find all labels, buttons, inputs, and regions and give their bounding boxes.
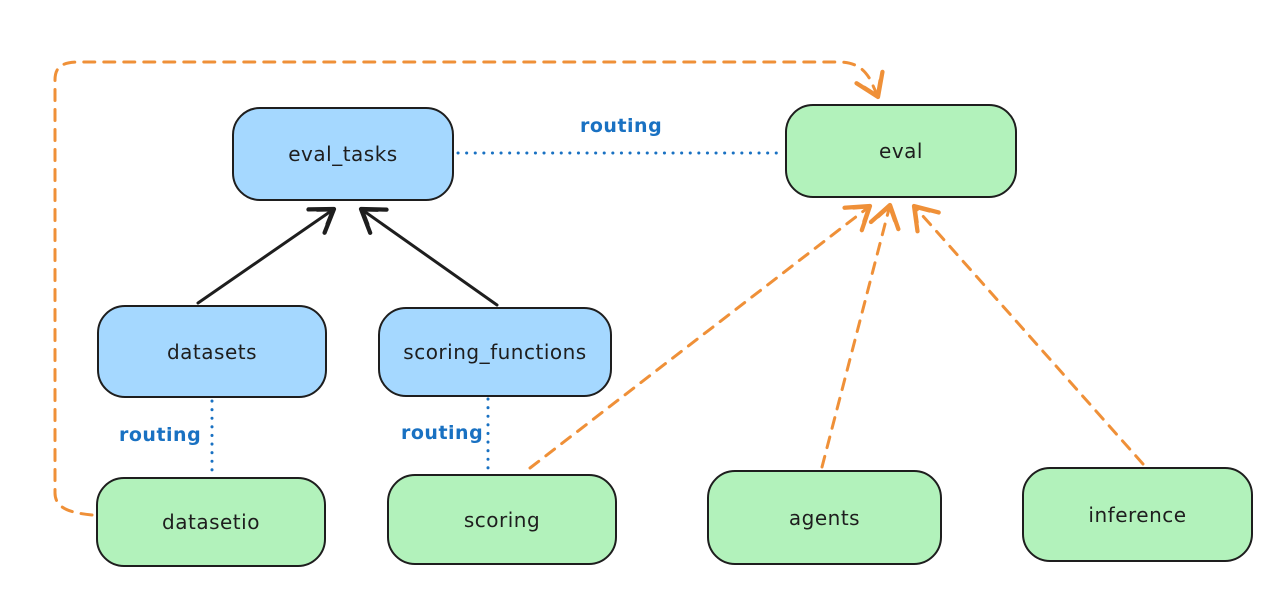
node-scoring-label: scoring xyxy=(463,507,541,532)
edge-label-routing-datasets-datasetio: routing xyxy=(119,424,202,446)
edge-inference-to-eval xyxy=(911,203,1145,466)
node-eval-label: eval xyxy=(879,139,923,163)
edge-datasetio-to-eval xyxy=(53,60,885,517)
edge-agents-to-eval xyxy=(820,202,901,469)
node-datasets-label: datasets xyxy=(166,339,258,364)
edge-datasets-to-eval_tasks xyxy=(196,206,337,305)
node-scoring_functions-label: scoring_functions xyxy=(403,340,587,364)
node-scoring_functions: scoring_functions xyxy=(378,307,612,397)
node-eval_tasks-label: eval_tasks xyxy=(288,142,398,166)
node-eval: eval xyxy=(785,104,1017,198)
node-scoring: scoring xyxy=(387,474,617,565)
edge-label-routing-eval_tasks-eval: routing xyxy=(580,115,663,137)
node-eval_tasks: eval_tasks xyxy=(232,107,454,201)
edge-label-routing-scoring_functions-scoring: routing xyxy=(401,422,484,444)
node-agents: agents xyxy=(707,470,942,565)
node-datasets: datasets xyxy=(97,305,327,398)
node-datasetio: datasetio xyxy=(96,477,326,567)
node-inference: inference xyxy=(1022,467,1253,562)
node-datasetio-label: datasetio xyxy=(162,510,260,534)
edge-scoring_functions-to-eval_tasks xyxy=(358,206,499,307)
edge-scoring-to-eval xyxy=(528,203,873,470)
node-agents-label: agents xyxy=(788,505,861,530)
node-inference-label: inference xyxy=(1088,502,1187,527)
